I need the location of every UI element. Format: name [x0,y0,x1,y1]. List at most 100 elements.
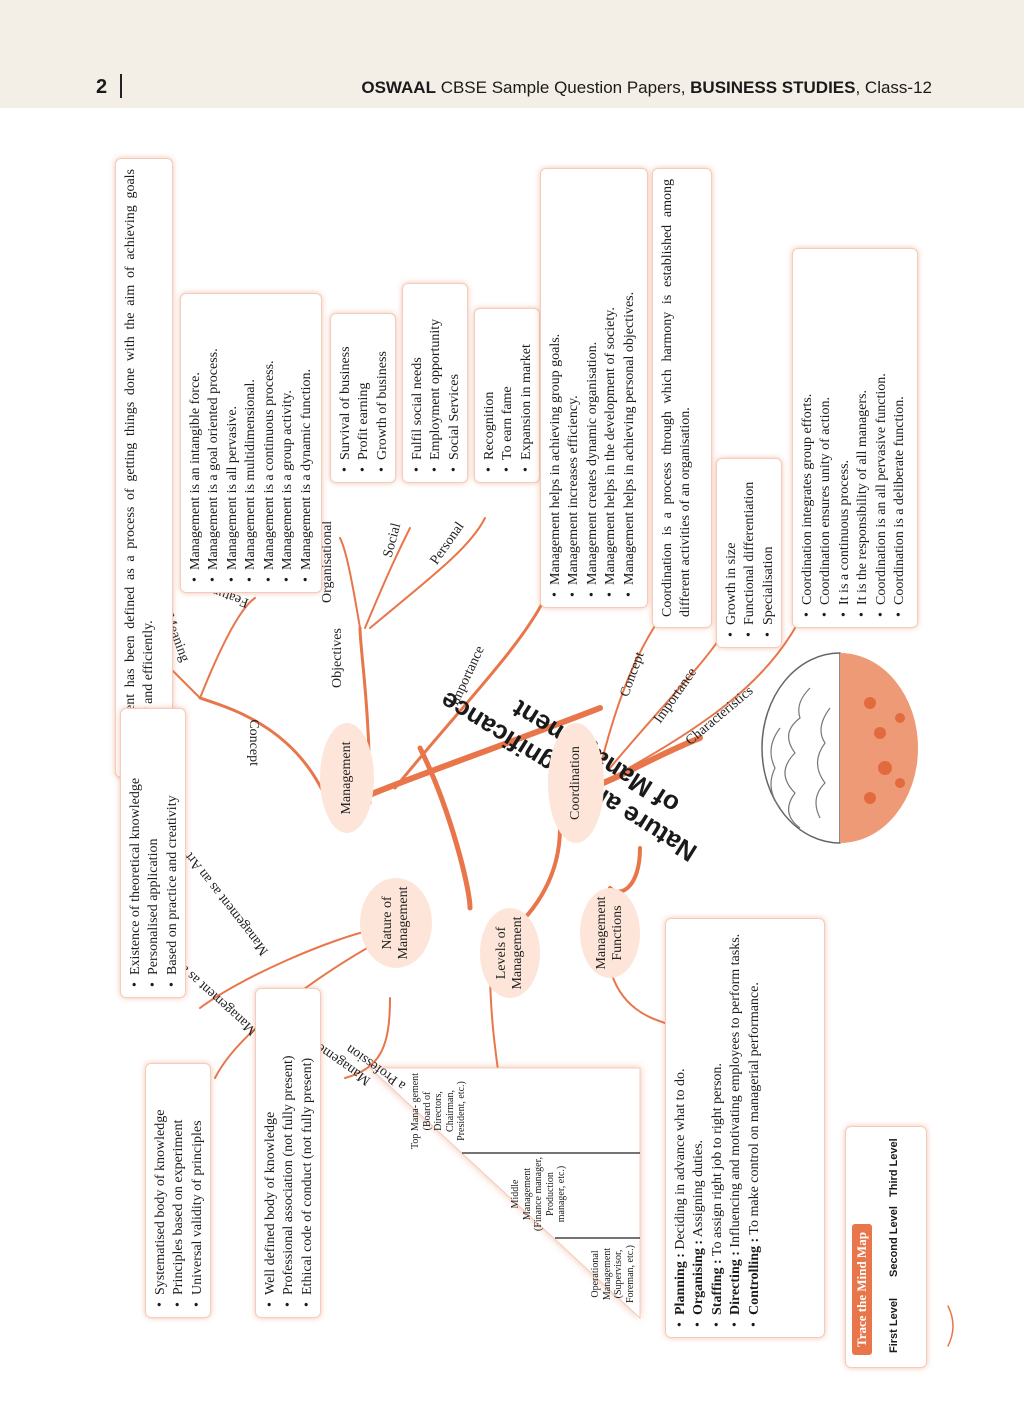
organisational-label: Organisational [320,520,335,603]
art-list: Existence of theoretical knowledge Perso… [127,719,182,987]
list-item: Existence of theoretical knowledge [127,719,145,987]
function-term: Planning : [673,1253,688,1315]
functions-list: Planning : Deciding in advance what to d… [672,929,764,1327]
levels-node-label: Levels of Management [493,916,525,990]
list-item: Management is a continuous process. [261,304,279,582]
features-list: Management is an intangible force. Manag… [187,304,316,582]
list-item: Management helps in the development of s… [602,179,620,597]
list-item: Management creates dynamic organisation. [584,179,602,597]
list-item: Well defined body of knowledge [262,999,280,1307]
functions-node: Management Functions [580,888,640,978]
management-node-label: Management [338,741,354,815]
branch-features [199,597,256,699]
list-item: Fulfil social needs [409,294,427,472]
list-item: Management is a group activity. [279,304,297,582]
page-number: 2 [96,76,108,98]
branch-personal [369,517,486,629]
art-box: Existence of theoretical knowledge Perso… [120,708,186,998]
page-header: 2 OSWAAL CBSE Sample Question Papers, BU… [0,0,1024,108]
list-item: Controlling : To make control on manager… [746,929,764,1327]
personal-box: Recognition To earn fame Expansion in ma… [474,308,540,483]
branch-profession [344,997,391,1079]
list-item: To earn fame [499,319,517,472]
branch-coord-concept [599,617,661,769]
legend-second-level: Second Level [888,1206,900,1277]
list-item: Personalised application [145,719,163,987]
profession-box: Well defined body of knowledge Professio… [255,988,321,1318]
list-item: Systematised body of knowledge [152,1074,170,1307]
function-text: To make control on managerial performanc… [746,982,762,1238]
legend-third-level: Third Level [888,1138,900,1197]
list-item: Organising : Assigning duties. [690,929,708,1327]
branch-functions [608,846,642,894]
list-item: Employment opportunity [427,294,445,472]
function-text: To assign right job to right person. [709,1063,725,1260]
importance-box: Management helps in achieving group goal… [540,168,648,608]
list-item: Management is an intangible force. [187,304,205,582]
branch-social [364,527,411,629]
branch-coord-importance [609,637,721,769]
function-term: Organising : [691,1239,707,1315]
function-text: Assigning duties. [691,1139,707,1240]
coord-characteristics-box: Coordination integrates group efforts. C… [792,248,918,628]
list-item: Functional differentiation [741,469,759,637]
branch-functions-box [609,967,666,1024]
list-item: Based on practice and creativity [164,719,182,987]
nature-node-label: Nature of Management [379,886,411,960]
objectives-label: Objectives [330,628,345,688]
subject-name: BUSINESS STUDIES [690,78,856,97]
science-box: Systematised body of knowledge Principle… [145,1063,211,1318]
list-item: Management helps in achieving personal o… [621,179,639,597]
branch-organisational [339,537,361,629]
legend-title: Trace the Mind Map [852,1224,872,1355]
branch-lines [149,517,954,1349]
function-term: Staffing : [709,1259,725,1315]
list-item: Management is all pervasive. [224,304,242,582]
list-item: Management is a goal oriented process. [205,304,223,582]
class-name: , Class-12 [855,78,932,97]
coordination-node: Coordination [548,723,604,843]
meaning-box: Management has been defined as a process… [115,158,173,778]
coordination-node-label: Coordination [567,746,583,820]
legend-first-level: First Level [888,1297,900,1353]
header-divider [120,74,122,98]
management-node: Management [320,723,374,833]
list-item: Staffing : To assign right job to right … [709,929,727,1327]
top-management-text: Top Mana- gement (Board of Directors, Ch… [410,1073,467,1149]
series-name: CBSE Sample Question Papers, [440,78,686,97]
operational-management-text: Operational Management (Supervisor, Fore… [590,1244,636,1304]
social-box: Fulfil social needs Employment opportuni… [402,283,468,483]
list-item: Coordination ensures unity of action. [817,259,835,617]
list-item: It is the responsibility of all managers… [854,259,872,617]
personal-list: Recognition To earn fame Expansion in ma… [481,319,536,472]
list-item: Management increases efficiency. [565,179,583,597]
list-item: Social Services [446,294,464,472]
list-item: Coordination integrates group efforts. [799,259,817,617]
coord-concept-text: Coordination is a process through which … [660,179,694,617]
list-item: Management helps in achieving group goal… [547,179,565,597]
list-item: Planning : Deciding in advance what to d… [672,929,690,1327]
list-item: Coordination is a deliberate function. [891,259,909,617]
mind-map: Nature and Significance of Management Ma… [0,108,1024,1408]
list-item: Professional association (not fully pres… [280,999,298,1307]
concept-label: Concept [246,719,261,766]
function-term: Controlling : [746,1237,762,1315]
mind-map-canvas: Nature and Significance of Management Ma… [0,108,1024,1408]
organisational-list: Survival of business Profit earning Grow… [337,324,392,472]
branch-nature [417,745,473,911]
branch-importance [393,596,547,790]
features-box: Management is an intangible force. Manag… [180,293,322,593]
list-item: Management is multidimensional. [242,304,260,582]
profession-list: Well defined body of knowledge Professio… [262,999,317,1307]
coord-importance-list: Growth in size Functional differentiatio… [723,469,778,637]
list-item: Directing : Influencing and motivating e… [727,929,745,1327]
levels-triangle [368,1067,641,1320]
function-term: Directing : [728,1251,744,1315]
list-item: Ethical code of conduct (not fully prese… [299,999,317,1307]
branch-coord-characteristics [619,627,796,774]
list-item: Specialisation [760,469,778,637]
nature-node: Nature of Management [360,878,432,968]
legend-third-level-line [947,1305,954,1347]
function-text: Influencing and motivating employees to … [728,933,744,1252]
list-item: Principles based on experiment [170,1074,188,1307]
